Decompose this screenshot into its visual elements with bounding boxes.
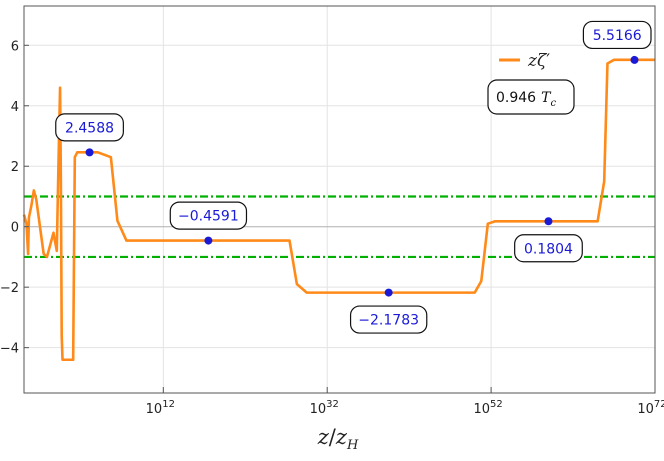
x-tick-exponent: 52 [490,399,503,410]
y-tick-label: 4 [11,100,19,115]
x-axis-title: z/zH [317,425,359,453]
annotation-box [487,79,575,115]
annotation-label: 0.946 Tc [496,90,556,109]
value-callout-box [55,113,124,142]
grid [24,6,656,393]
x-axis-title-den: z [335,425,348,449]
marked-point [384,288,393,297]
legend-label-prime: ′ [546,51,550,71]
value-callout-box [514,234,583,263]
x-tick-base: 10 [473,402,490,417]
series-layer [22,58,655,362]
series-line [22,58,655,362]
x-tick-label: 1072 [637,399,664,417]
value-callout-box [349,305,428,334]
y-tick-label: 6 [11,39,19,54]
x-tick-base: 10 [146,402,163,417]
x-tick-exponent: 72 [654,399,664,410]
y-tick-label: −4 [0,342,19,357]
annotation-symbol: T [541,90,552,106]
y-tick-label: 2 [11,160,19,175]
x-tick-exponent: 32 [326,399,339,410]
x-tick-label: 1052 [473,399,502,417]
reference-lines [24,195,655,259]
value-callout-label: 0.1804 [524,241,573,257]
marked-point [544,217,553,226]
temperature-annotation: 0.946 Tc [487,79,575,115]
y-tick-label: 0 [11,221,19,236]
legend-label-main: z [527,51,538,71]
value-callout-label: −0.4591 [178,209,239,225]
marked-point [204,236,213,245]
marked-points [85,55,639,297]
marked-point [630,55,639,64]
value-callout-box [582,20,652,50]
x-tick-base: 10 [637,402,654,417]
value-callout-box [169,201,248,230]
x-axis-title-num: z [317,425,330,449]
x-tick-exponent: 12 [162,399,175,410]
value-callout-label: 2.4588 [65,120,114,136]
x-tick-base: 10 [310,402,327,417]
value-callouts: 2.4588 −0.4591 −2.1783 0.1804 5.5166 [55,20,652,334]
legend-label-greek: ζ [537,51,548,71]
annotation-value: 0.946 [496,90,536,106]
x-tick-label: 1012 [146,399,175,417]
marked-point [85,148,94,157]
x-tick-label: 1032 [310,399,339,417]
y-tick-label: −2 [0,281,19,296]
annotation-subscript: c [550,98,556,109]
value-callout-label: 5.5166 [593,28,642,44]
legend: zζ′ [499,51,550,71]
legend-label: zζ′ [527,51,550,71]
x-axis-title-sub: H [346,438,359,453]
plot-frame [23,5,656,394]
value-callout-label: −2.1783 [358,313,419,329]
x-axis-title-sep: / [329,425,337,449]
